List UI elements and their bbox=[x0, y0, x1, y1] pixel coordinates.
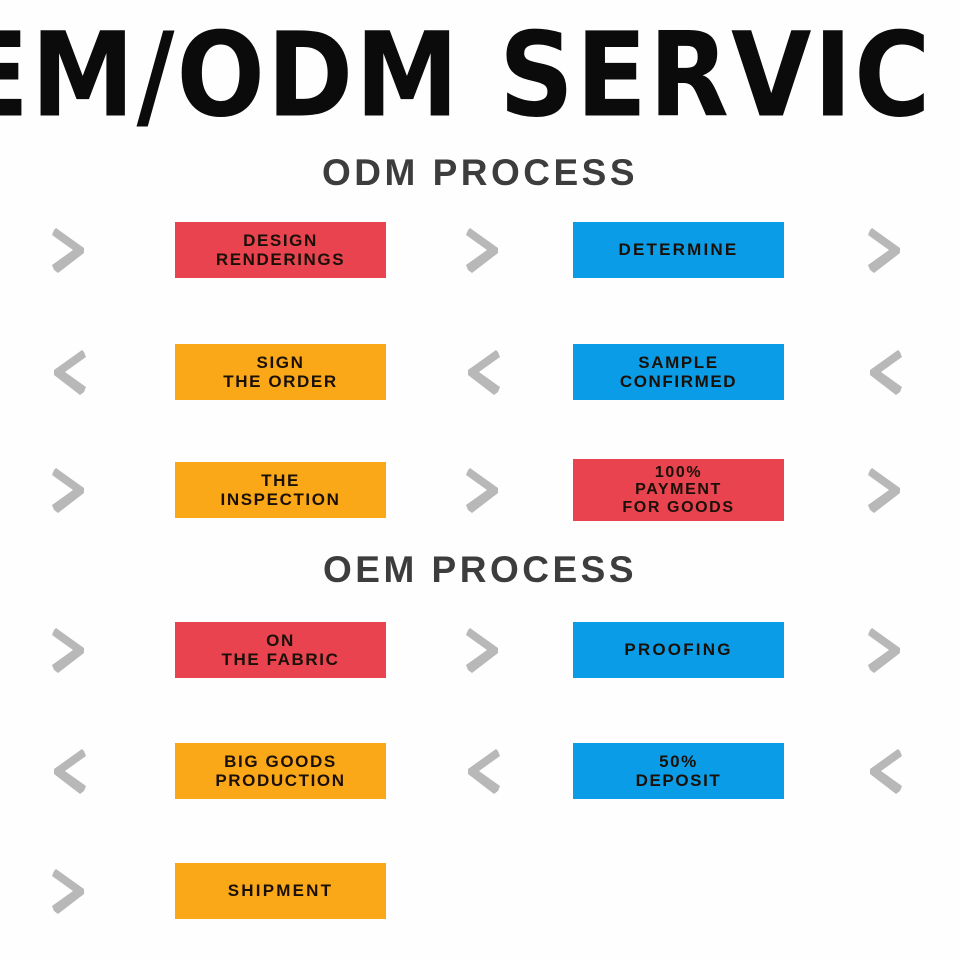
process-step-label: 100% PAYMENT FOR GOODS bbox=[622, 463, 735, 516]
process-step-label: PROOFING bbox=[624, 640, 733, 660]
chevron-right-icon bbox=[460, 224, 506, 276]
chevron-right-icon bbox=[460, 624, 506, 676]
chevron-left-icon bbox=[862, 346, 908, 398]
page-banner: EM/ODM SERVIC bbox=[0, 0, 960, 142]
process-row: SIGN THE ORDER SAMPLE CONFIRMED bbox=[0, 332, 960, 412]
process-step-label: SAMPLE CONFIRMED bbox=[619, 352, 738, 391]
process-row: ON THE FABRIC PROOFING bbox=[0, 610, 960, 690]
process-step-box[interactable]: BIG GOODS PRODUCTION bbox=[175, 743, 386, 799]
process-row: DESIGN RENDERINGS DETERMINE bbox=[0, 210, 960, 290]
chevron-right-icon bbox=[862, 624, 908, 676]
process-step-box[interactable]: DETERMINE bbox=[573, 222, 784, 278]
chevron-left-icon bbox=[46, 346, 92, 398]
chevron-right-icon bbox=[862, 464, 908, 516]
process-row: BIG GOODS PRODUCTION 50% DEPOSIT bbox=[0, 731, 960, 811]
chevron-left-icon bbox=[46, 745, 92, 797]
process-row: SHIPMENT bbox=[0, 851, 960, 931]
process-step-box[interactable]: SHIPMENT bbox=[175, 863, 386, 919]
process-step-label: 50% DEPOSIT bbox=[635, 751, 722, 790]
chevron-right-icon bbox=[46, 464, 92, 516]
section-heading-odm: ODM PROCESS bbox=[321, 152, 639, 193]
chevron-right-icon bbox=[46, 624, 92, 676]
process-step-box[interactable]: ON THE FABRIC bbox=[175, 622, 386, 678]
process-step-label: DESIGN RENDERINGS bbox=[215, 230, 346, 269]
chevron-left-icon bbox=[862, 745, 908, 797]
process-step-label: DETERMINE bbox=[618, 240, 739, 260]
chevron-right-icon bbox=[862, 224, 908, 276]
process-step-box[interactable]: 100% PAYMENT FOR GOODS bbox=[573, 459, 784, 521]
process-step-label: THE INSPECTION bbox=[220, 470, 341, 509]
chevron-right-icon bbox=[46, 224, 92, 276]
chevron-left-icon bbox=[460, 745, 506, 797]
process-row: THE INSPECTION 100% PAYMENT FOR GOODS bbox=[0, 450, 960, 530]
chevron-right-icon bbox=[46, 865, 92, 917]
process-step-label: SHIPMENT bbox=[227, 881, 334, 901]
process-step-label: BIG GOODS PRODUCTION bbox=[215, 751, 346, 790]
process-step-label: SIGN THE ORDER bbox=[223, 352, 338, 391]
process-step-label: ON THE FABRIC bbox=[221, 630, 340, 669]
process-step-box[interactable]: DESIGN RENDERINGS bbox=[175, 222, 386, 278]
process-step-box[interactable]: THE INSPECTION bbox=[175, 462, 386, 518]
process-step-box[interactable]: SAMPLE CONFIRMED bbox=[573, 344, 784, 400]
section-heading-oem: OEM PROCESS bbox=[323, 549, 637, 590]
process-step-box[interactable]: 50% DEPOSIT bbox=[573, 743, 784, 799]
process-step-box[interactable]: PROOFING bbox=[573, 622, 784, 678]
process-step-box[interactable]: SIGN THE ORDER bbox=[175, 344, 386, 400]
chevron-right-icon bbox=[460, 464, 506, 516]
page-title: EM/ODM SERVIC bbox=[0, 6, 933, 142]
chevron-left-icon bbox=[460, 346, 506, 398]
